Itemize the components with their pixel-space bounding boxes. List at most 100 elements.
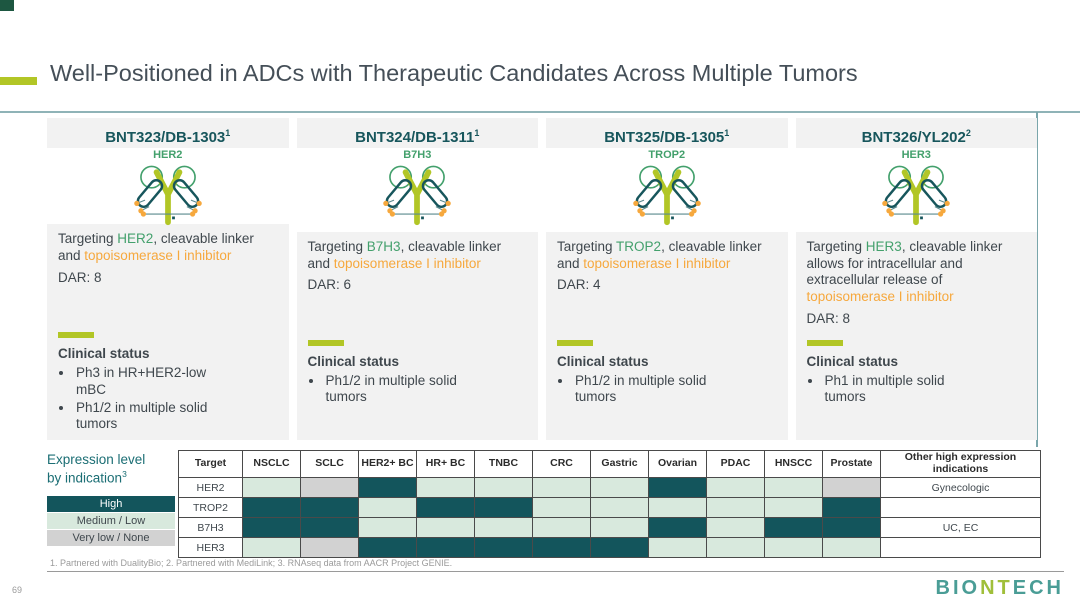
target-cell: B7H3: [178, 517, 243, 538]
expression-cell: [416, 477, 475, 498]
targeting-text: , cleavable linker allows for intracellu…: [806, 239, 1003, 288]
expression-cell: [648, 477, 707, 498]
expression-cell: [416, 517, 475, 538]
clinical-status-item: Ph3 in HR+HER2-low mBC: [74, 365, 238, 398]
footnote-marker: 2: [965, 128, 971, 138]
candidate-card-bnt323: BNT323/DB-13031 HER2 Targeting HER2, cle…: [47, 118, 289, 440]
targeting-description: Targeting HER2, cleavable linker and top…: [58, 231, 278, 328]
dar-value: DAR: 6: [307, 277, 352, 293]
candidate-details: Targeting B7H3, cleavable linker and top…: [296, 232, 538, 440]
header-divider-line: [0, 111, 1080, 113]
table-column-header: HR+ BC: [416, 450, 475, 478]
target-cell: TROP2: [178, 497, 243, 518]
clinical-status-heading: Clinical status: [58, 346, 150, 362]
table-column-header: TNBC: [474, 450, 533, 478]
target-antigen-text: HER2: [117, 231, 154, 247]
biontech-logo: BIONTECH: [936, 577, 1064, 600]
expression-cell: [300, 497, 359, 518]
clinical-status-list: Ph1/2 in multiple solid tumors: [557, 373, 777, 406]
expression-cell: [358, 497, 417, 518]
table-column-header: CRC: [532, 450, 591, 478]
footnote-marker: 3: [122, 468, 127, 479]
footer-divider-line: [47, 571, 1064, 572]
antigen-label: B7H3: [403, 149, 432, 161]
legend-heading: Expression level by indication3: [47, 452, 175, 487]
antibody-illustration: HER3: [795, 148, 1037, 232]
targeting-text: , cleavable linker and: [557, 239, 762, 271]
table-row: B7H3 UC, EC: [178, 517, 1041, 538]
footnote-marker: 1: [474, 128, 480, 138]
expression-cell: [300, 537, 359, 558]
candidate-details: Targeting TROP2, cleavable linker and to…: [546, 232, 788, 440]
expression-cell: [474, 537, 533, 558]
expression-cell: [706, 477, 765, 498]
logo-segment: ECH: [1012, 577, 1064, 599]
clinical-status-heading: Clinical status: [557, 354, 649, 369]
antibody-illustration: TROP2: [546, 148, 788, 232]
right-border-line: [1036, 112, 1038, 447]
legend-item-very-low-none: Very low / None: [47, 530, 175, 547]
payload-text: topoisomerase I inhibitor: [583, 255, 731, 271]
target-cell: HER2: [178, 477, 243, 498]
expression-cell: [416, 537, 475, 558]
targeting-description: Targeting B7H3, cleavable linker and top…: [308, 239, 528, 336]
expression-cell: [242, 497, 301, 518]
targeting-text: Targeting: [557, 239, 617, 254]
section-dash: [806, 340, 843, 346]
expression-cell: [590, 517, 649, 538]
expression-cell: [358, 537, 417, 558]
candidate-card-bnt326: BNT326/YL2022 HER3 Targeting HER3, cleav…: [795, 118, 1037, 440]
footnote-text: 1. Partnered with DualityBio; 2. Partner…: [50, 558, 453, 568]
expression-cell: [706, 537, 765, 558]
clinical-status-list: Ph1/2 in multiple solid tumors: [308, 373, 528, 406]
expression-cell: [764, 497, 823, 518]
footnote-marker: 1: [724, 128, 730, 138]
page-title: Well-Positioned in ADCs with Therapeutic…: [50, 60, 858, 86]
other-indications-cell: UC, EC: [880, 517, 1041, 538]
expression-cell: [474, 517, 533, 538]
footnote-marker: 1: [225, 128, 231, 138]
table-column-header: HNSCC: [764, 450, 823, 478]
targeting-description: Targeting HER3, cleavable linker allows …: [807, 239, 1027, 336]
targeting-text: , cleavable linker and: [307, 239, 502, 271]
expression-cell: [706, 497, 765, 518]
targeting-text: , cleavable linker and: [58, 231, 254, 264]
legend-heading-line2: by indication: [47, 470, 123, 486]
table-column-header: HER2+ BC: [358, 450, 417, 478]
expression-cell: [590, 477, 649, 498]
expression-cell: [822, 497, 881, 518]
expression-cell: [416, 497, 475, 518]
expression-cell: [590, 497, 649, 518]
expression-cell: [706, 517, 765, 538]
targeting-text: Targeting: [58, 231, 118, 247]
candidate-name: BNT324/DB-1311: [355, 129, 475, 146]
target-antigen-text: B7H3: [366, 239, 401, 254]
expression-cell: [358, 517, 417, 538]
title-accent-dash: [0, 77, 37, 85]
legend-item-medium-low: Medium / Low: [47, 513, 175, 530]
expression-cell: [822, 517, 881, 538]
candidate-title: BNT325/DB-13051: [546, 118, 788, 148]
clinical-status-heading: Clinical status: [307, 354, 400, 369]
candidate-name: BNT325/DB-1305: [604, 129, 725, 146]
candidate-name: BNT326/YL202: [861, 129, 966, 146]
logo-segment: NT: [980, 577, 1013, 599]
antibody-icon: [127, 161, 209, 231]
section-dash: [307, 340, 344, 346]
candidate-title: BNT324/DB-13111: [296, 118, 538, 148]
table-column-header: Prostate: [822, 450, 881, 478]
expression-cell: [764, 517, 823, 538]
expression-legend: Expression level by indication3 High Med…: [47, 452, 175, 547]
expression-cell: [532, 497, 591, 518]
expression-cell: [648, 517, 707, 538]
expression-cell: [474, 477, 533, 498]
dar-value: DAR: 8: [806, 310, 851, 326]
table-column-header: NSCLC: [242, 450, 301, 478]
target-antigen-text: TROP2: [616, 239, 662, 254]
table-column-header: Target: [178, 450, 243, 478]
antigen-label: HER3: [901, 149, 931, 161]
expression-cell: [358, 477, 417, 498]
target-cell: HER3: [178, 537, 243, 558]
